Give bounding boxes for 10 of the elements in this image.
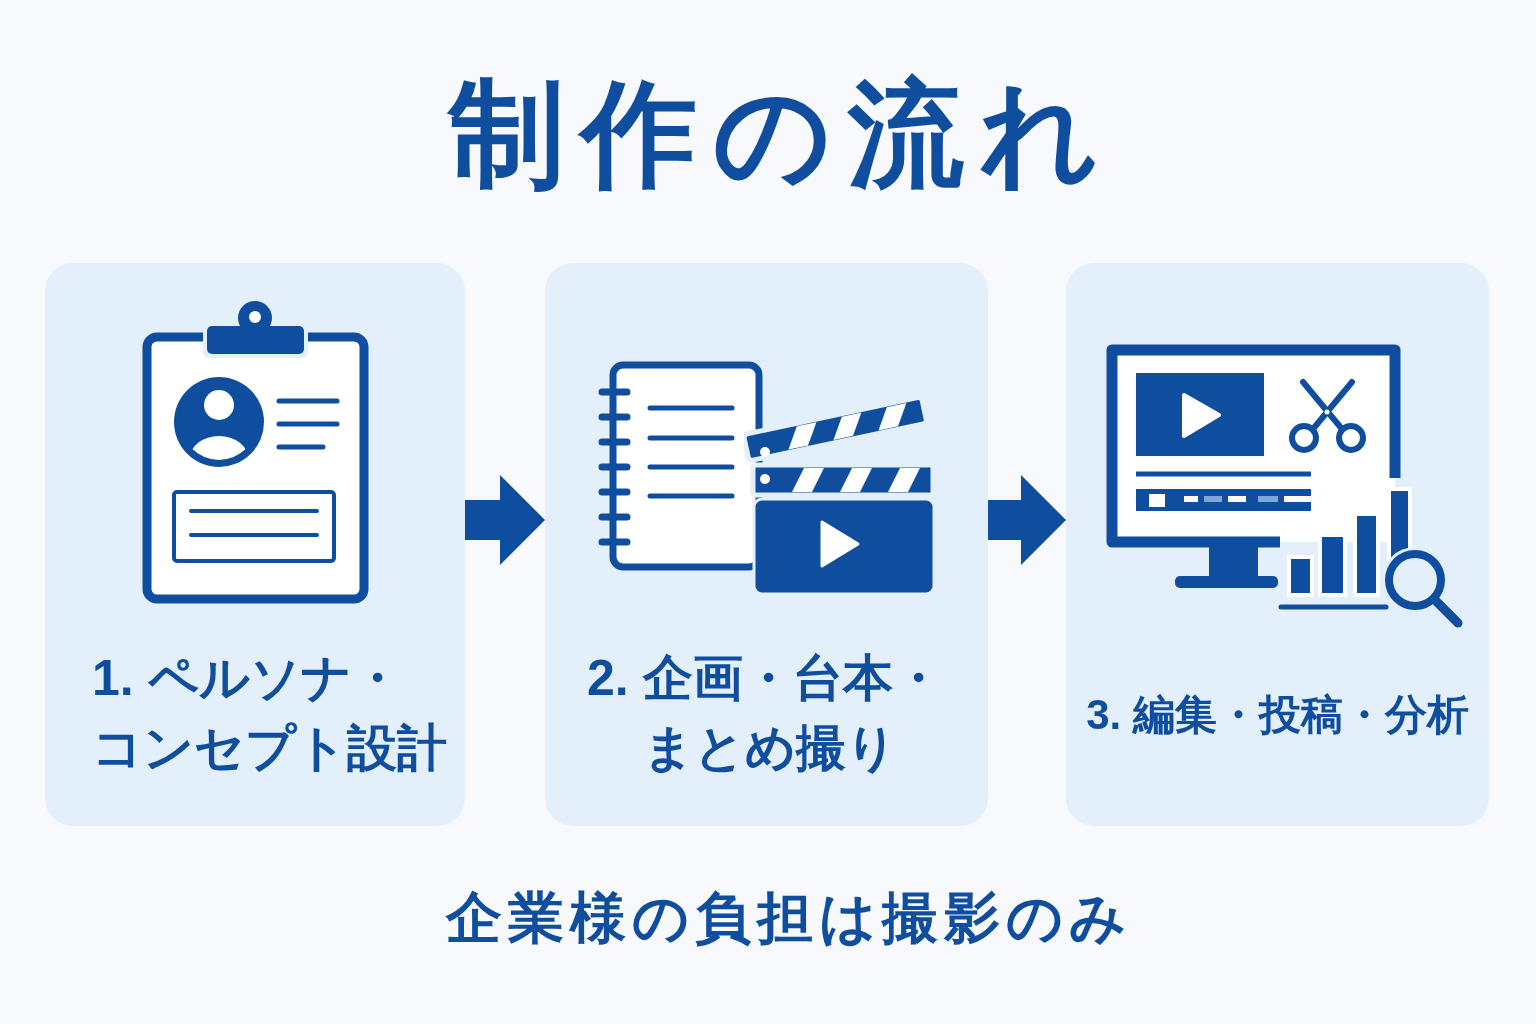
step-label: 1. ペルソナ・コンセプト設計 (92, 649, 448, 778)
arrow (465, 475, 545, 565)
caption: 企業様の負担は撮影のみ (444, 885, 1132, 951)
step-label: 3. 編集・投稿・分析 (1085, 690, 1470, 740)
step-panel (1066, 263, 1489, 826)
arrow (988, 475, 1066, 565)
step-label: 2. 企画・台本・まとめ撮り (587, 649, 944, 778)
step-panel (45, 263, 465, 826)
step-panel (545, 263, 988, 826)
title: 制作の流れ (446, 68, 1115, 201)
